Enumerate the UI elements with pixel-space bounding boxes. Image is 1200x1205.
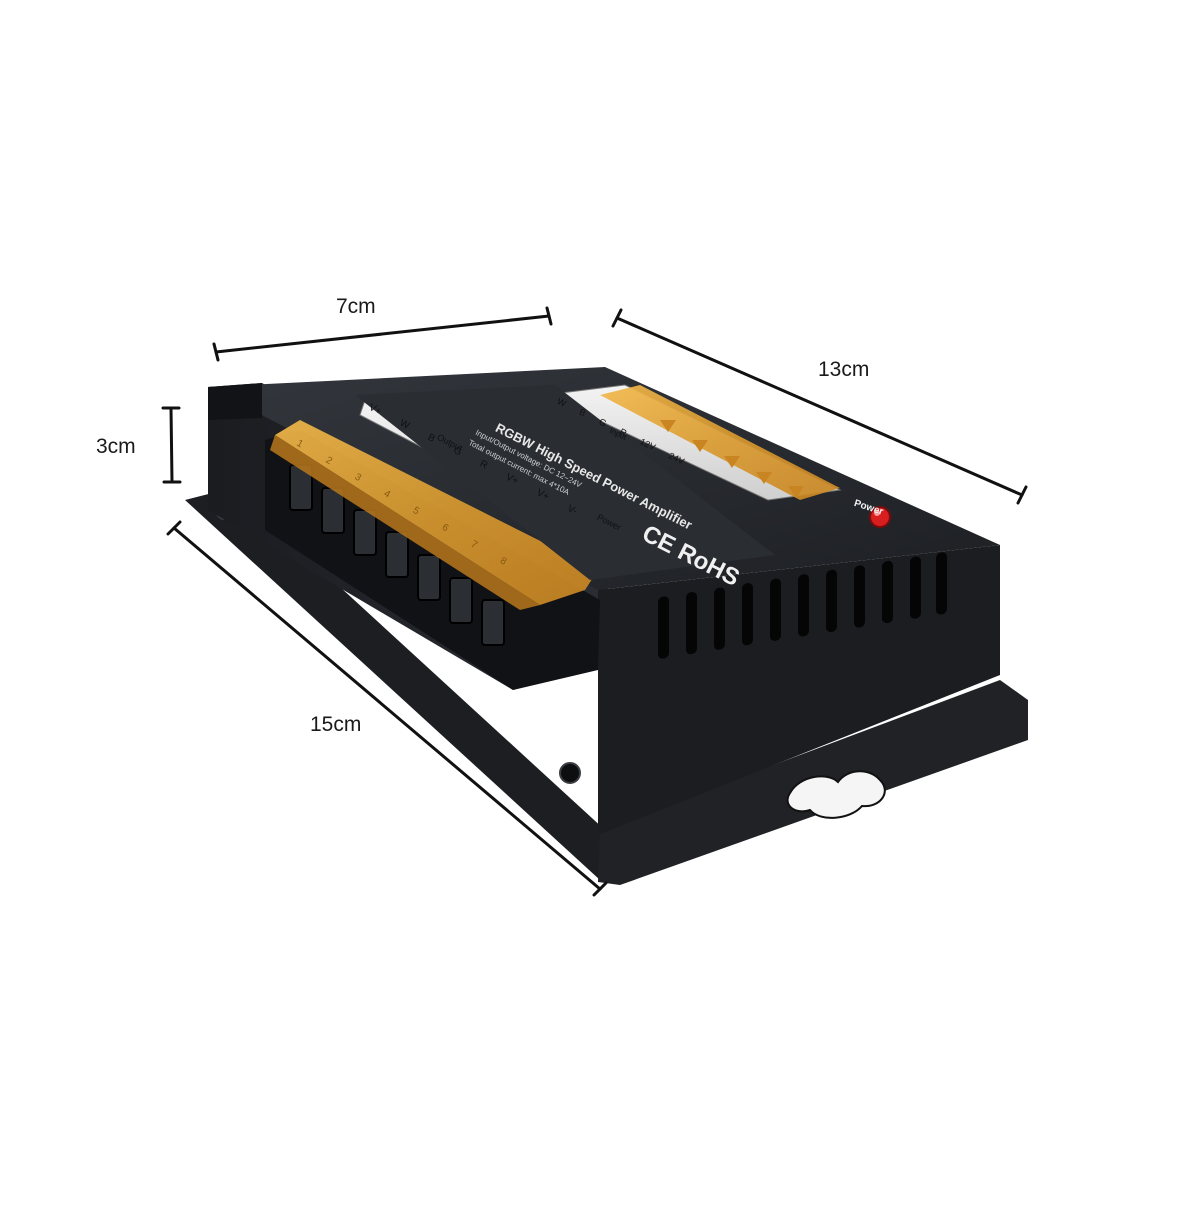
terminal-number: 5 <box>410 505 422 518</box>
flange-screw <box>559 762 581 784</box>
terminal-label: B <box>577 406 588 419</box>
terminal-label: B <box>425 431 437 445</box>
keyhole-slot <box>786 770 886 819</box>
mounting-flange-right <box>598 680 1028 885</box>
vent-slots <box>658 552 947 659</box>
dim-label-depth: 13cm <box>818 358 870 381</box>
terminal-number: 3 <box>352 471 363 484</box>
dim-label-height: 3cm <box>96 435 136 458</box>
terminal-number: 2 <box>323 454 334 468</box>
dim-label-width: 7cm <box>336 295 376 318</box>
dim-label-length: 15cm <box>310 713 362 736</box>
terminal-number: 6 <box>439 521 451 535</box>
output-terminal-block <box>265 420 600 690</box>
dim-line-length <box>172 526 602 891</box>
terminal-label: R <box>477 458 490 472</box>
housing-front <box>598 545 1000 835</box>
dim-line-depth <box>615 316 1024 497</box>
terminal-number: 4 <box>381 488 393 501</box>
input-terminal-block <box>543 384 842 501</box>
dimension-lines <box>161 306 1028 897</box>
terminal-cover-input <box>600 385 840 500</box>
dim-line-height <box>169 406 174 484</box>
power-led <box>869 506 891 528</box>
terminal-number: 7 <box>468 538 480 551</box>
dim-line-width <box>214 314 551 354</box>
terminal-label: G <box>597 416 609 429</box>
top-label <box>355 385 775 580</box>
terminal-cover-output <box>275 420 598 605</box>
